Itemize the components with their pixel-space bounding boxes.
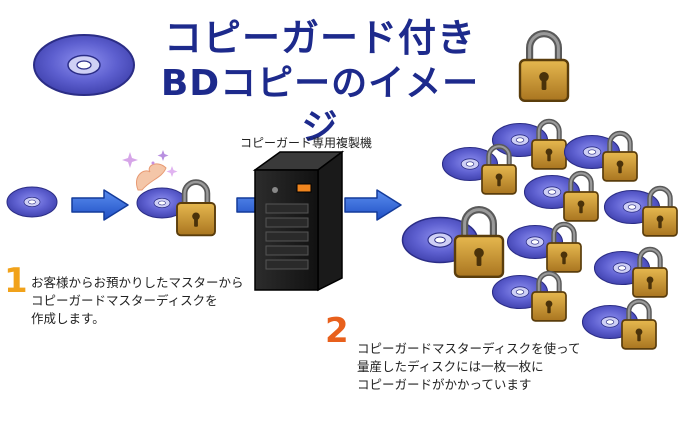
copied-padlock-icon: [532, 121, 566, 169]
output-discs: [401, 121, 678, 349]
step-2-description: コピーガードマスターディスクを使って 量産したディスクには一枚一枚に コピーガー…: [357, 340, 647, 394]
title-line-2: BDコピーのイメージ: [160, 63, 480, 148]
copied-padlock-icon: [633, 249, 667, 297]
arrow-right-icon: [344, 189, 402, 221]
master-padlock-icon: [177, 182, 215, 235]
copied-padlock-icon: [643, 188, 677, 236]
copied-padlock-icon: [455, 210, 503, 277]
step-1-description: お客様からお預かりしたマスターから コピーガードマスターディスクを 作成します。: [31, 274, 301, 328]
step-2-number: 2: [325, 311, 349, 351]
step-2-line: コピーガードがかかっています: [357, 377, 532, 392]
sparkle-icon: [122, 150, 178, 191]
header-padlock-icon: [520, 34, 568, 101]
arrow-right-icon: [71, 189, 129, 221]
source-disc-icon: [6, 186, 58, 218]
step-1-line: お客様からお預かりしたマスターから: [31, 275, 244, 290]
step-1-line: コピーガードマスターディスクを: [31, 293, 218, 308]
duplicator-machine-icon: [252, 150, 345, 292]
copied-padlock-icon: [564, 173, 598, 221]
copied-padlock-icon: [532, 273, 566, 321]
step-1-line: 作成します。: [31, 311, 105, 326]
step-2-line: 量産したディスクには一枚一枚に: [357, 359, 544, 374]
step-2-line: コピーガードマスターディスクを使って: [357, 341, 581, 356]
copied-padlock-icon: [482, 146, 516, 194]
title-line-1: コピーガード付き: [163, 16, 476, 60]
step-1-number: 1: [4, 261, 28, 301]
header-disc-icon: [33, 34, 135, 96]
machine-label: コピーガード専用複製機: [239, 136, 372, 150]
copied-padlock-icon: [603, 133, 637, 181]
copied-padlock-icon: [547, 224, 581, 272]
